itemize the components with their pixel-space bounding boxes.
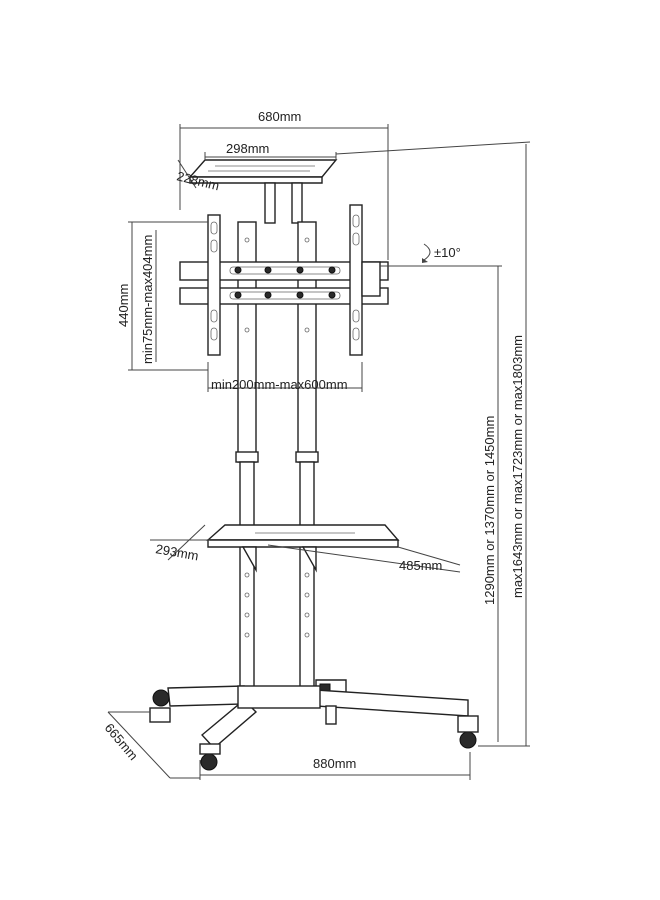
- dimension-labels: 680mm 298mm 228mm 440mm min75mm-max404mm…: [102, 109, 525, 771]
- top-tray: [188, 159, 338, 224]
- label-base-width: 880mm: [313, 756, 356, 771]
- label-tray-width: 298mm: [226, 141, 269, 156]
- middle-shelf: [206, 524, 400, 573]
- label-tilt: ±10°: [434, 245, 461, 260]
- label-top-width: 680mm: [258, 109, 301, 124]
- vesa-mount: [179, 204, 389, 356]
- label-shelf-depth: 293mm: [154, 541, 199, 563]
- label-total-height: max1643mm or max1723mm or max1803mm: [510, 335, 525, 598]
- label-plate-height: 440mm: [116, 284, 131, 327]
- label-vesa-horizontal: min200mm-max600mm: [211, 377, 348, 392]
- label-vesa-vertical: min75mm-max404mm: [140, 235, 155, 364]
- dimension-lines: [107, 124, 531, 780]
- label-mount-height: 1290mm or 1370mm or 1450mm: [482, 416, 497, 605]
- base: [149, 679, 479, 771]
- label-shelf-width: 485mm: [399, 558, 442, 573]
